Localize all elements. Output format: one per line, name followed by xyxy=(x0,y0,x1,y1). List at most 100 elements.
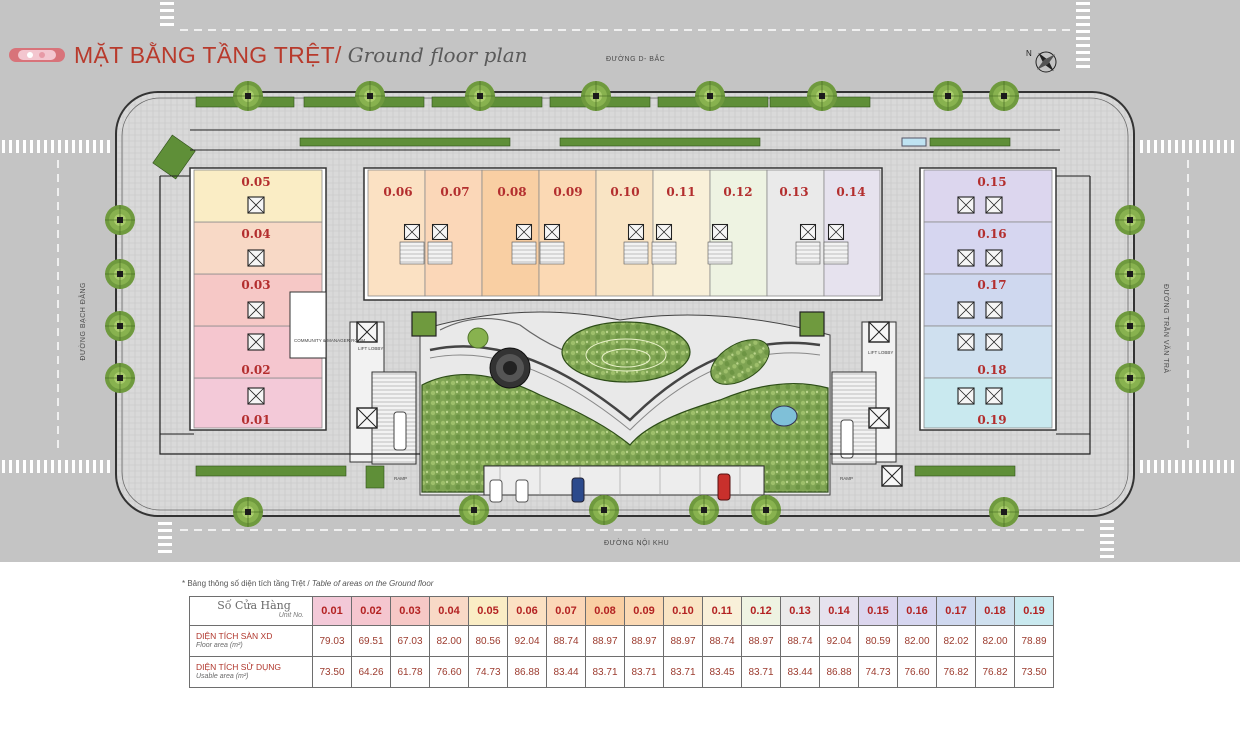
floor-area-cell: 82.00 xyxy=(429,625,469,657)
floor-area-cell: 88.74 xyxy=(546,625,586,657)
unit-label: 0.05 xyxy=(241,175,270,189)
unit-header-cell: 0.09 xyxy=(624,596,664,626)
stair-core-icon xyxy=(247,196,265,214)
plan-title-vietnamese: MẶT BẰNG TẦNG TRỆT/ xyxy=(74,41,342,68)
unit-header-cell: 0.02 xyxy=(351,596,391,626)
stair-core-icon xyxy=(957,387,975,405)
stair-core-icon xyxy=(985,249,1003,267)
unit-header-cell: 0.19 xyxy=(1014,596,1054,626)
floor-area-cell: 92.04 xyxy=(819,625,859,657)
site-plan-drawing: COMMUNITY & MANAGER ROOM LIFT LOBBY LIFT… xyxy=(2,2,1234,558)
usable-area-cell: 83.45 xyxy=(702,656,742,688)
stair-hatch xyxy=(427,241,453,265)
unit-header-cell: 0.01 xyxy=(312,596,352,626)
stair-core-icon xyxy=(543,223,561,241)
stair-hatch xyxy=(823,241,849,265)
floor-area-cell: 88.97 xyxy=(741,625,781,657)
floor-area-cell: 88.74 xyxy=(780,625,820,657)
unit-header-cell: 0.10 xyxy=(663,596,703,626)
unit-label: 0.10 xyxy=(610,185,639,199)
street-label-south: ĐƯỜNG NỘI KHU xyxy=(604,540,670,547)
usable-area-cell: 86.88 xyxy=(507,656,547,688)
stair-core-icon xyxy=(247,387,265,405)
usable-area-cell: 73.50 xyxy=(312,656,352,688)
floor-area-label-vn: DIỆN TÍCH SÀN XD xyxy=(196,631,273,641)
floor-area-cell: 80.56 xyxy=(468,625,508,657)
stair-core-icon xyxy=(957,333,975,351)
stair-core-icon xyxy=(247,249,265,267)
usable-area-cell: 76.60 xyxy=(429,656,469,688)
floor-area-cell: 82.00 xyxy=(897,625,937,657)
table-caption: * Bảng thông số diện tích tầng Trệt / Ta… xyxy=(182,579,433,588)
stair-core-icon xyxy=(985,301,1003,319)
unit-header-cell: 0.13 xyxy=(780,596,820,626)
table-row-usable-area: DIỆN TÍCH SỬ DỤNG Usable area (m²) 73.50… xyxy=(189,656,1054,688)
usable-area-label-en: Usable area (m²) xyxy=(196,673,249,680)
stair-hatch xyxy=(539,241,565,265)
floor-area-cell: 92.04 xyxy=(507,625,547,657)
stair-core-icon xyxy=(627,223,645,241)
stair-core-icon xyxy=(957,249,975,267)
floor-area-header: DIỆN TÍCH SÀN XD Floor area (m²) xyxy=(189,625,313,657)
unit-header-cell: 0.05 xyxy=(468,596,508,626)
unit-header-cell: 0.14 xyxy=(819,596,859,626)
stair-core-icon xyxy=(957,196,975,214)
usable-area-cell: 83.71 xyxy=(624,656,664,688)
stair-core-icon xyxy=(957,301,975,319)
floor-area-cell: 78.89 xyxy=(1014,625,1054,657)
central-courtyard xyxy=(419,311,831,503)
unit-label: 0.14 xyxy=(836,185,865,199)
crosswalk-markings xyxy=(2,2,1234,558)
site-plan-area: COMMUNITY & MANAGER ROOM LIFT LOBBY LIFT… xyxy=(0,0,1240,562)
usable-area-cell: 76.82 xyxy=(975,656,1015,688)
unit-label: 0.09 xyxy=(553,185,582,199)
usable-area-cell: 64.26 xyxy=(351,656,391,688)
unit-header-cell: 0.17 xyxy=(936,596,976,626)
unit-label: 0.15 xyxy=(977,175,1006,189)
road-center-lines xyxy=(57,29,1189,531)
floor-area-cell: 82.02 xyxy=(936,625,976,657)
unit-label: 0.08 xyxy=(497,185,526,199)
stair-hatch xyxy=(795,241,821,265)
table-caption-english: Table of areas on the Ground floor xyxy=(311,579,434,588)
stair-core-icon xyxy=(827,223,845,241)
unit-label: 0.07 xyxy=(440,185,469,199)
stair-core-icon xyxy=(711,223,729,241)
unit-header-cell: 0.16 xyxy=(897,596,937,626)
stair-hatch xyxy=(511,241,537,265)
unit-header-cell: 0.07 xyxy=(546,596,586,626)
unit-label: 0.04 xyxy=(241,227,270,241)
street-label-north: ĐƯỜNG D- BẮC xyxy=(606,56,666,63)
floor-area-cell: 88.97 xyxy=(663,625,703,657)
stair-core-icon xyxy=(247,333,265,351)
stair-core-icon xyxy=(985,196,1003,214)
ramp-label-left: RAMP xyxy=(394,476,407,481)
usable-area-cell: 73.50 xyxy=(1014,656,1054,688)
lift-lobby-label-left: LIFT LOBBY xyxy=(358,346,383,351)
unit-label: 0.12 xyxy=(723,185,752,199)
usable-area-cell: 61.78 xyxy=(390,656,430,688)
stair-core-icon xyxy=(655,223,673,241)
stair-hatch xyxy=(651,241,677,265)
stair-core-icon xyxy=(403,223,421,241)
unit-header-cell: 0.15 xyxy=(858,596,898,626)
unit-header-cell: 0.12 xyxy=(741,596,781,626)
unit-header-cell: 0.18 xyxy=(975,596,1015,626)
unit-label: 0.01 xyxy=(241,413,270,427)
usable-area-cell: 76.82 xyxy=(936,656,976,688)
unit-label: 0.02 xyxy=(241,363,270,377)
unit-header-cell: 0.11 xyxy=(702,596,742,626)
table-caption-vietnamese: * Bảng thông số diện tích tầng Trệt / xyxy=(182,579,310,588)
unit-header-cell: 0.08 xyxy=(585,596,625,626)
unit-label: 0.06 xyxy=(383,185,412,199)
usable-area-cell: 83.71 xyxy=(663,656,703,688)
unit-label: 0.17 xyxy=(977,278,1006,292)
stair-hatch xyxy=(623,241,649,265)
stair-hatch xyxy=(399,241,425,265)
usable-area-cell: 83.71 xyxy=(585,656,625,688)
floor-area-cell: 80.59 xyxy=(858,625,898,657)
stair-core-icon xyxy=(985,387,1003,405)
floor-area-label-en: Floor area (m²) xyxy=(196,642,243,649)
